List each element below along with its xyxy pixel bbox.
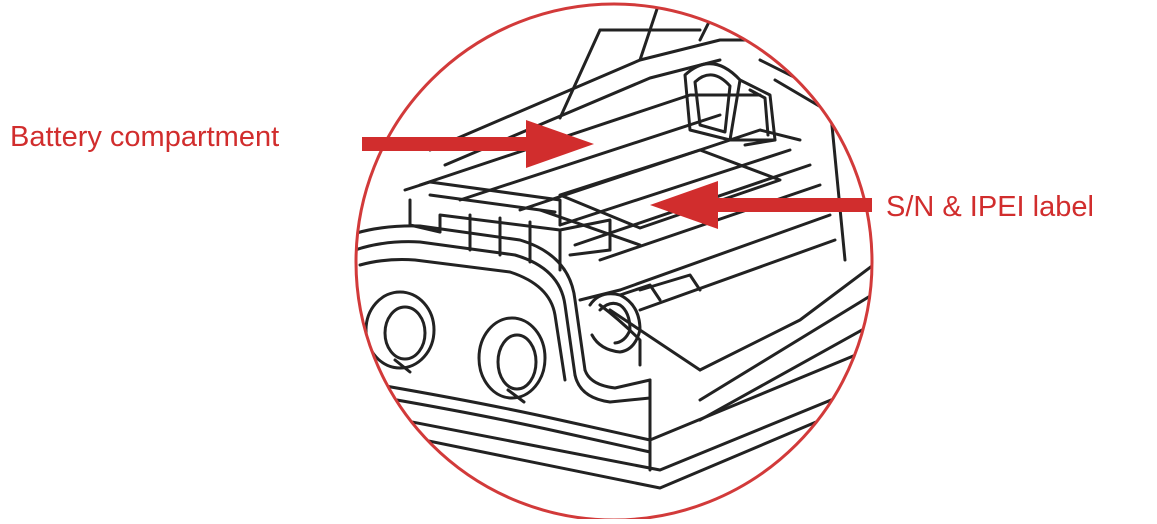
battery-compartment-arrow <box>362 120 594 168</box>
base-slab <box>356 343 872 490</box>
sn-ipei-label-text: S/N & IPEI label <box>886 191 1094 223</box>
sn-ipei-label-arrow <box>650 181 872 229</box>
battery-compartment-label: Battery compartment <box>10 121 280 153</box>
magnified-view <box>356 4 872 490</box>
battery-contact-clip <box>683 62 777 147</box>
front-holes <box>364 290 547 404</box>
screw-boss <box>588 273 702 354</box>
sn-ipei-label-area <box>538 148 782 247</box>
battery-latch <box>403 180 612 272</box>
